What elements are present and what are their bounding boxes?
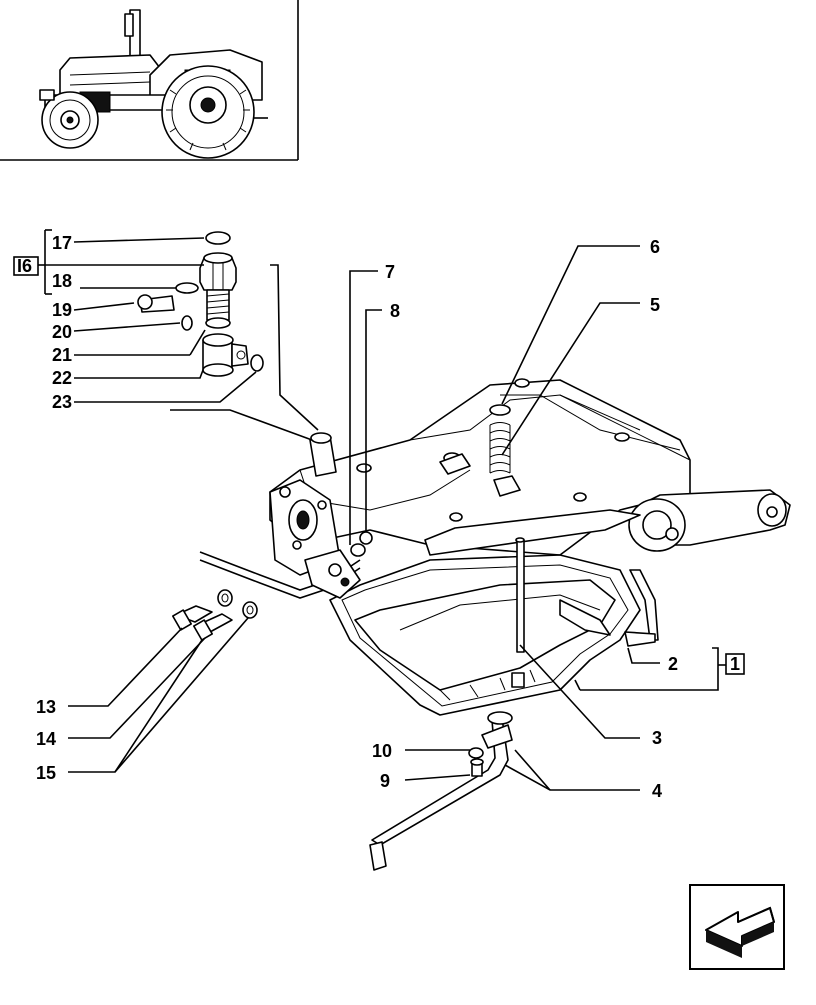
callout-5: 5 [650,295,660,315]
callout-19: 19 [52,300,72,320]
tractor-thumbnail-icon [39,9,268,159]
callout-22: 22 [52,368,72,388]
bolt-group [172,589,258,641]
rear-axle-arm [628,489,791,552]
oil-pan [199,531,659,716]
callout-17: 17 [52,233,72,253]
callout-labels: 17 18 19 20 21 22 23 I6 7 8 6 5 2 1 3 4 … [13,233,745,801]
callout-1: 1 [730,654,740,674]
callout-15: 15 [36,763,56,783]
callout-21: 21 [52,345,72,365]
callout-3: 3 [652,728,662,748]
callout-10: 10 [372,741,392,761]
callout-7: 7 [385,262,395,282]
callout-23: 23 [52,392,72,412]
callout-20: 20 [52,322,72,342]
transmission-housing [269,378,691,576]
callout-9: 9 [380,771,390,791]
group-box-16 [13,256,39,276]
thumbnail-frame [0,0,299,161]
callout-13: 13 [36,697,56,717]
spring-assembly [424,404,641,556]
callout-14: 14 [36,729,56,749]
group-box-1 [725,653,745,675]
callout-8: 8 [390,301,400,321]
callout-4: 4 [652,781,662,801]
back-arrow-icon[interactable] [689,884,785,970]
drain-pipe [369,711,513,871]
callout-2: 2 [668,654,678,674]
hydraulic-fitting-group [137,231,264,377]
callout-16: I6 [17,256,32,276]
leader-lines [38,229,726,791]
callout-6: 6 [650,237,660,257]
callout-18: 18 [52,271,72,291]
